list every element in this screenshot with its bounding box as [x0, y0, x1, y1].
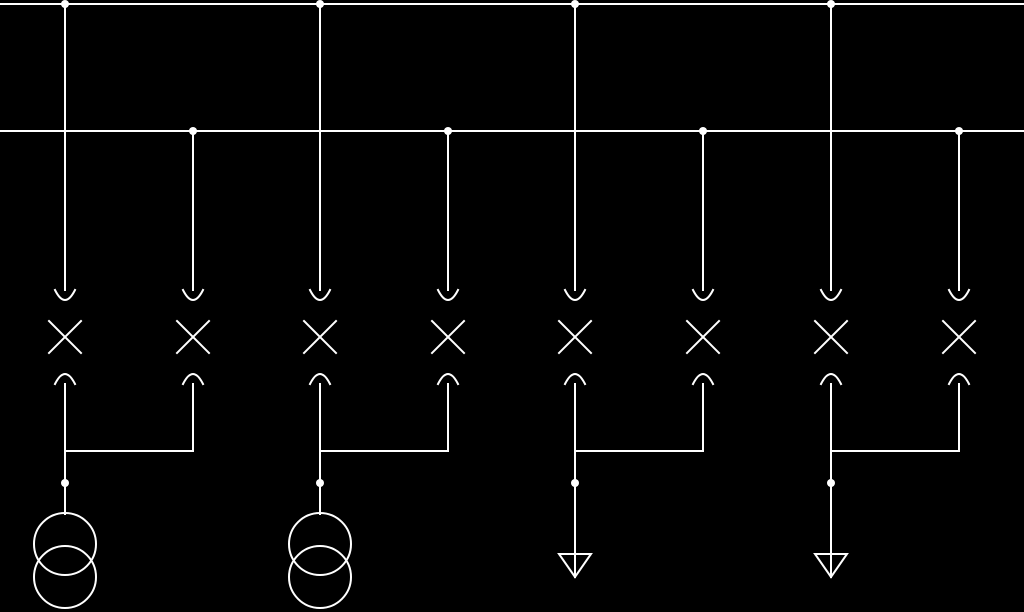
breaker-cross-b: [941, 319, 977, 355]
drawout-contact-lower: [436, 373, 460, 386]
transformer-winding-primary: [288, 512, 352, 576]
bay-3: [557, 0, 721, 579]
drawout-contact-upper: [436, 288, 460, 301]
drawout-contact-upper: [691, 288, 715, 301]
circuit-breaker-b: [175, 288, 211, 386]
drawout-contact-lower: [308, 373, 332, 386]
circuit-breaker-a: [557, 288, 593, 386]
drawout-contact-lower: [53, 373, 77, 386]
drawout-contact-lower: [819, 373, 843, 386]
drawout-contact-upper: [181, 288, 205, 301]
circuit-breaker-a: [813, 288, 849, 386]
breaker-cross-b: [557, 319, 593, 355]
breaker-cross-b: [47, 319, 83, 355]
bay-2: [288, 0, 466, 609]
transformer-winding-secondary: [33, 545, 97, 609]
drawout-contact-upper: [947, 288, 971, 301]
drawout-contact-upper: [53, 288, 77, 301]
bay-1: [33, 0, 211, 609]
drawout-contact-lower: [691, 373, 715, 386]
circuit-breaker-b: [685, 288, 721, 386]
drawout-contact-upper: [563, 288, 587, 301]
circuit-breaker-b: [941, 288, 977, 386]
breaker-cross-b: [685, 319, 721, 355]
transformer-symbol: [288, 482, 352, 609]
circuit-breaker-a: [47, 288, 83, 386]
breaker-cross-b: [302, 319, 338, 355]
breaker-cross-b: [813, 319, 849, 355]
feeder-arrow-head: [557, 553, 593, 579]
transformer-winding-secondary: [288, 545, 352, 609]
drawout-contact-lower: [563, 373, 587, 386]
circuit-breaker-a: [302, 288, 338, 386]
breaker-cross-b: [175, 319, 211, 355]
drawout-contact-lower: [181, 373, 205, 386]
drawout-contact-upper: [819, 288, 843, 301]
circuit-breaker-b: [430, 288, 466, 386]
drawout-contact-upper: [308, 288, 332, 301]
feeder-arrow-head: [813, 553, 849, 579]
transformer-symbol: [33, 482, 97, 609]
feeder-symbol: [557, 482, 593, 579]
bay-4: [813, 0, 977, 579]
feeder-symbol: [813, 482, 849, 579]
transformer-winding-primary: [33, 512, 97, 576]
drawout-contact-lower: [947, 373, 971, 386]
breaker-cross-b: [430, 319, 466, 355]
